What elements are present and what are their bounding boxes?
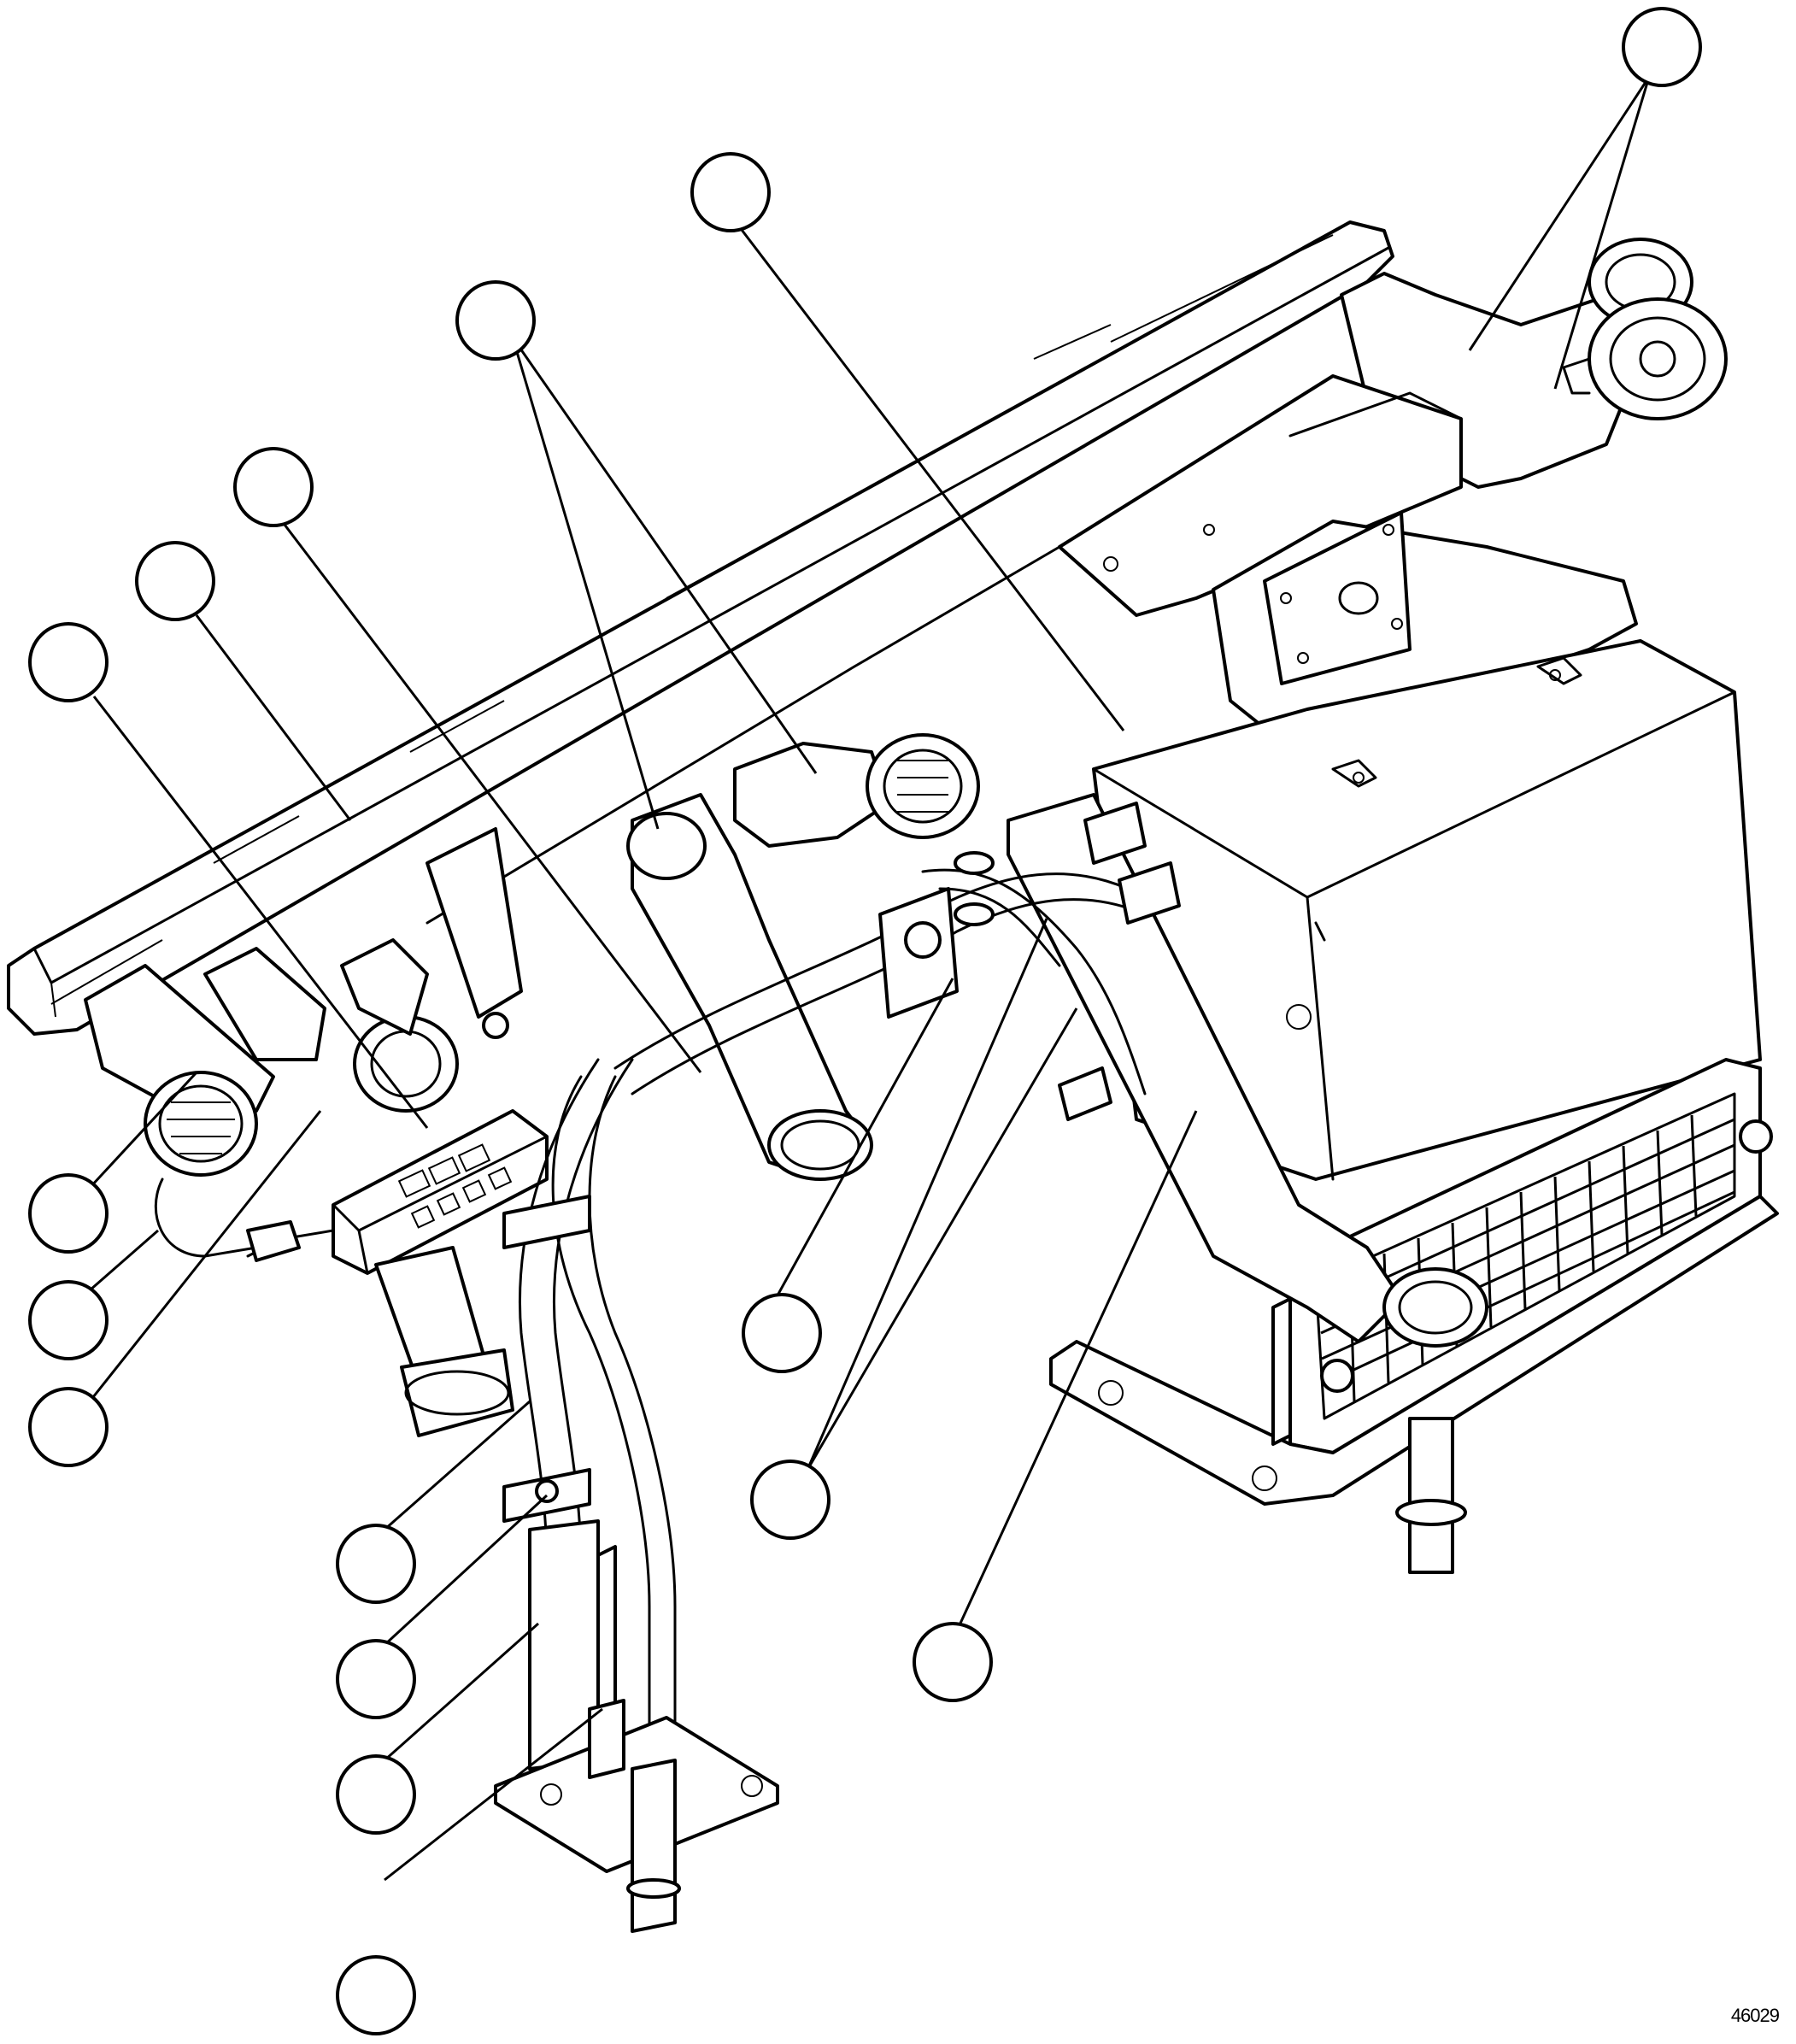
callout-balloon (233, 447, 314, 527)
callout-balloon (336, 1639, 416, 1719)
heater-housing (1092, 639, 1762, 1181)
callout-leaders (88, 76, 1651, 1882)
floor-bracket (494, 1699, 779, 1933)
drawing-number: 46029 (1730, 2005, 1780, 2026)
coolant-hoses (502, 802, 1181, 1796)
centre-duct (626, 733, 980, 1181)
callout-balloon (28, 1173, 109, 1254)
right-diagonal-duct (1007, 793, 1488, 1348)
callout-balloon (28, 1280, 109, 1360)
callout-balloon (1622, 7, 1702, 87)
callout-balloons (28, 7, 1702, 2035)
callout-balloon (742, 1293, 822, 1373)
upper-bracket (1058, 374, 1638, 737)
callout-balloon (913, 1622, 993, 1702)
callout-balloon (336, 1754, 416, 1835)
left-duct-run (84, 827, 523, 1258)
heater-base-plate (1049, 1195, 1779, 1574)
mounting-rail (7, 220, 1394, 1036)
callout-balloon (690, 152, 771, 232)
control-panel (246, 1109, 549, 1275)
lower-left-duct (374, 1246, 514, 1437)
callout-balloon (336, 1955, 416, 2035)
callout-balloon (336, 1524, 416, 1604)
callout-balloon (28, 1387, 109, 1467)
callout-balloon (28, 622, 109, 702)
callout-balloon (750, 1460, 831, 1540)
callout-balloon (135, 541, 215, 621)
callout-balloon (455, 280, 536, 361)
